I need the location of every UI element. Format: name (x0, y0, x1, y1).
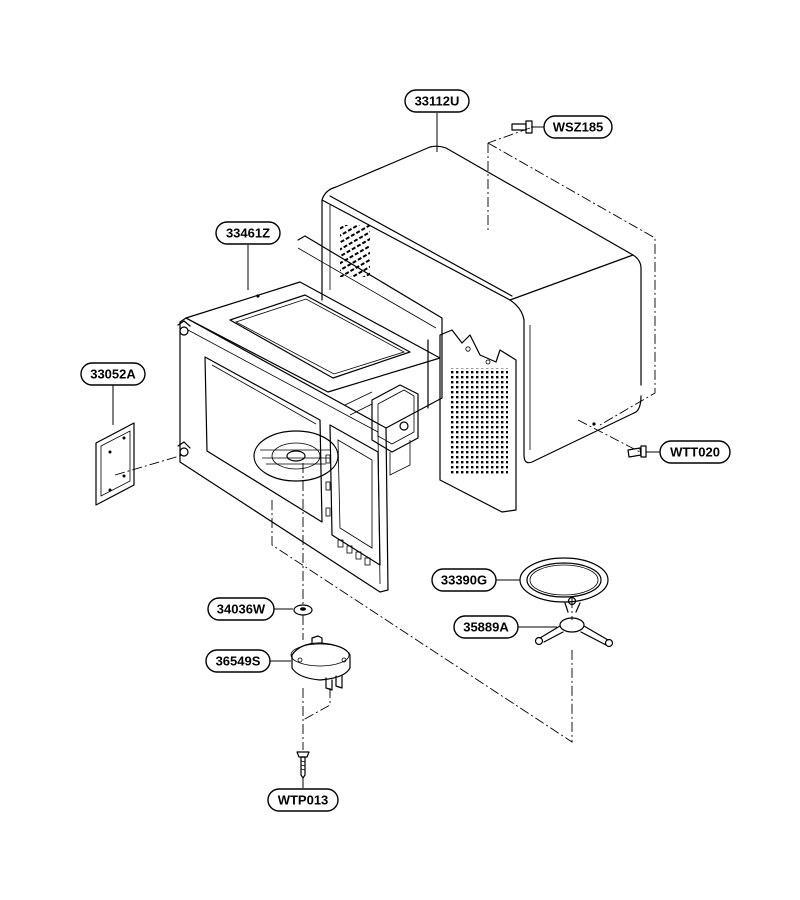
case-vent-slots (340, 225, 370, 277)
screw-wsz185-drawing (511, 120, 533, 134)
leader-lines (112, 113, 660, 788)
screw-wtp013-drawing (296, 751, 310, 779)
label-33461Z: 33461Z (215, 221, 281, 245)
label-33052A: 33052A (80, 362, 146, 386)
coupler-drawing (293, 604, 313, 616)
label-bubble (453, 615, 519, 639)
cavity-drawing (177, 235, 443, 593)
label-33390G: 33390G (431, 568, 497, 592)
part-number: 33390G (441, 573, 487, 588)
label-34036W: 34036W (207, 597, 275, 621)
label-WSZ185: WSZ185 (543, 115, 613, 139)
label-bubble (404, 89, 470, 113)
part-number: WTP013 (278, 793, 329, 808)
label-bubble (80, 362, 146, 386)
label-35889A: 35889A (453, 615, 519, 639)
label-bubble (659, 440, 731, 464)
label-bubble (215, 221, 281, 245)
part-number: WTT020 (670, 445, 720, 460)
roller-rest-drawing (534, 596, 614, 648)
glass-tray-drawing (519, 557, 609, 603)
label-36549S: 36549S (205, 649, 271, 673)
label-bubble (205, 649, 271, 673)
label-33112U: 33112U (404, 89, 470, 113)
label-bubble (207, 597, 275, 621)
part-number: WSZ185 (553, 120, 604, 135)
label-bubble (543, 115, 613, 139)
screw-wtt020-drawing (627, 445, 647, 458)
motor-drawing (290, 635, 351, 691)
part-number: 35889A (463, 620, 509, 635)
label-bubble (267, 788, 339, 812)
part-number: 33112U (415, 94, 460, 109)
label-bubble (431, 568, 497, 592)
part-number: 36549S (216, 654, 261, 669)
cover-plate-drawing (95, 422, 135, 506)
outer-case-drawing (321, 145, 642, 513)
label-WTP013: WTP013 (267, 788, 339, 812)
part-number: 33461Z (226, 226, 270, 241)
back-panel-vent (450, 368, 508, 476)
part-number: 33052A (90, 367, 136, 382)
part-number: 34036W (217, 602, 266, 617)
label-WTT020: WTT020 (659, 440, 731, 464)
front-panel-slots (325, 454, 371, 566)
